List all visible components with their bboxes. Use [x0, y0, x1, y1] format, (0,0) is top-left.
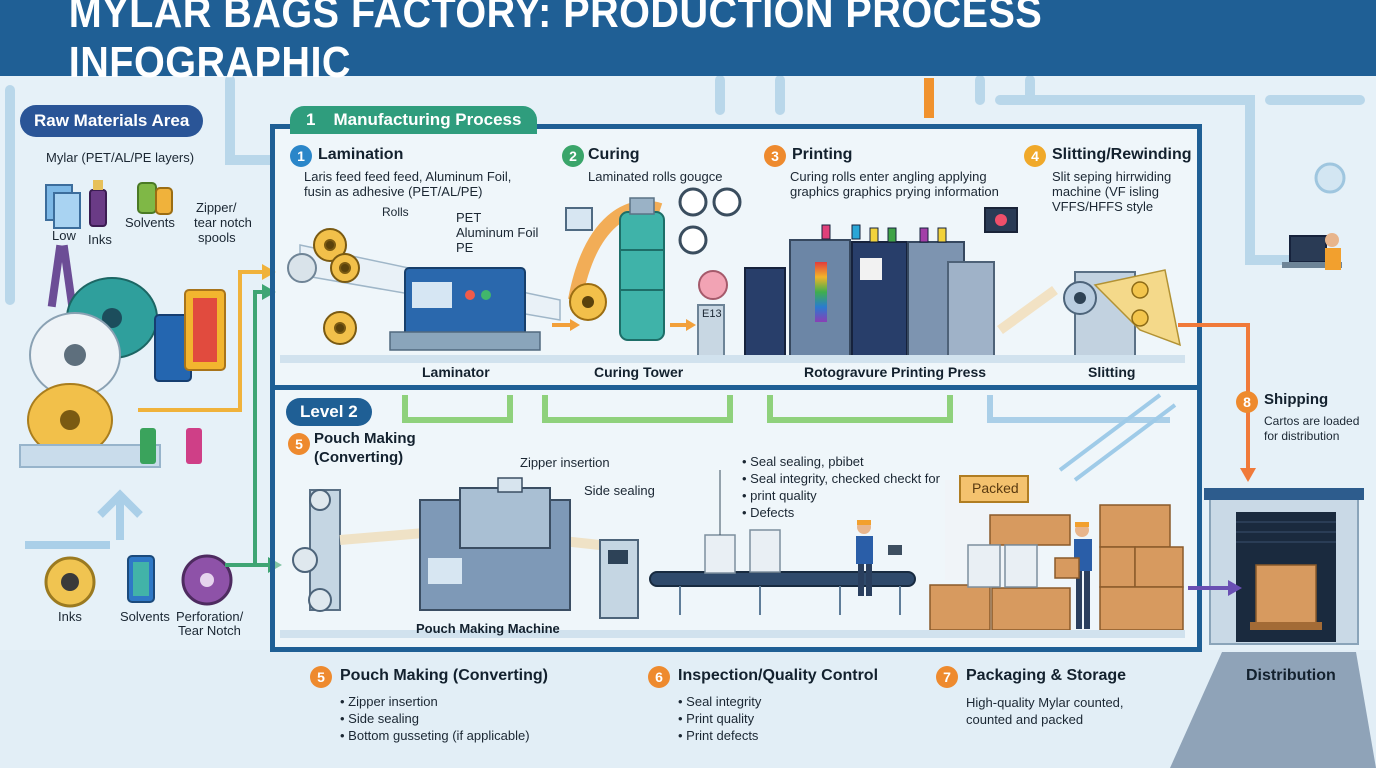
step-1-desc-1: Laris feed feed feed, Aluminum Foil,	[304, 169, 512, 184]
summary-5-number: 5	[310, 666, 332, 688]
shipping-title: Shipping	[1264, 391, 1329, 408]
step-4-title: Slitting/Rewinding	[1052, 146, 1192, 163]
zipper-label: Zipper/	[196, 200, 237, 215]
rolls-label: Rolls	[382, 205, 409, 219]
step-2-number: 2	[562, 145, 584, 167]
bottom-solvents-label: Solvents	[120, 609, 170, 624]
side-sealing-label: Side sealing	[584, 483, 655, 498]
page-title: MYLAR BAGS FACTORY: PRODUCTION PROCESS I…	[68, 0, 1043, 87]
mylar-label: Mylar (PET/AL/PE layers)	[46, 150, 195, 165]
step-2-desc-1: Laminated rolls gougce	[588, 169, 723, 184]
level-2-badge: Level 2	[286, 398, 372, 426]
summary-item: Print defects	[678, 727, 761, 744]
summary-item: Zipper insertion	[340, 693, 530, 710]
summary-7-desc-2: counted and packed	[966, 712, 1084, 727]
step-3-title: Printing	[792, 146, 853, 163]
step-3-desc-2: graphics graphics prying information	[790, 184, 999, 199]
summary-item: Side sealing	[340, 710, 530, 727]
summary-5-list: Zipper insertion Side sealing Bottom gus…	[340, 693, 530, 744]
level2-step-title-2: (Converting)	[314, 449, 404, 466]
title-banner: MYLAR BAGS FACTORY: PRODUCTION PROCESS I…	[0, 0, 1376, 87]
summary-item: Print quality	[678, 710, 761, 727]
level-divider	[270, 385, 1202, 390]
perforation-label: Perforation/	[176, 609, 244, 624]
shipping-desc-2: for distribution	[1264, 429, 1340, 443]
step-3-desc-1: Curing rolls enter angling applying	[790, 169, 987, 184]
pet-label: PET	[456, 210, 482, 225]
distribution-label: Distribution	[1246, 667, 1336, 684]
inks-label: Inks	[88, 232, 112, 247]
qc-notes-list: Seal sealing, pbibet Seal integrity, che…	[742, 453, 940, 521]
summary-7-desc-1: High-quality Mylar counted,	[966, 695, 1124, 710]
qc-note: Seal integrity, checked checkt for	[742, 470, 940, 487]
low-label: Low	[52, 228, 76, 243]
bottom-inks-label: Inks	[58, 609, 82, 624]
step-1-number: 1	[290, 145, 312, 167]
level2-step-number: 5	[288, 433, 310, 455]
qc-note: Seal sealing, pbibet	[742, 453, 940, 470]
summary-6-list: Seal integrity Print quality Print defec…	[678, 693, 761, 744]
summary-5-title: Pouch Making (Converting)	[340, 667, 548, 684]
solvents-label: Solvents	[125, 215, 175, 230]
manufacturing-badge: 1 Manufacturing Process	[290, 106, 538, 134]
pe-label: PE	[456, 240, 474, 255]
summary-6-title: Inspection/Quality Control	[678, 667, 879, 684]
summary-item: Seal integrity	[678, 693, 761, 710]
step-4-desc-2: machine (VF isling	[1052, 184, 1159, 199]
shipping-desc-1: Cartos are loaded	[1264, 414, 1360, 428]
machine-slitting: Slitting	[1088, 364, 1136, 380]
qc-note: Defects	[742, 504, 940, 521]
manufacturing-badge-num: 1	[306, 110, 316, 129]
packed-sign: Packed	[972, 480, 1019, 496]
step-4-number: 4	[1024, 145, 1046, 167]
summary-item: Bottom gusseting (if applicable)	[340, 727, 529, 744]
step-1-title: Lamination	[318, 146, 404, 163]
machine-laminator: Laminator	[422, 364, 490, 380]
spools-label: spools	[198, 230, 236, 245]
tear-notch-label: tear notch	[194, 215, 252, 230]
e13-label: E13	[702, 308, 722, 320]
step-4-desc-3: VFFS/HFFS style	[1052, 199, 1154, 214]
aluminum-foil-label: Aluminum Foil	[456, 225, 539, 240]
summary-6-number: 6	[648, 666, 670, 688]
raw-materials-badge: Raw Materials Area	[20, 105, 204, 137]
step-2-title: Curing	[588, 146, 640, 163]
step-1-desc-2: fusin as adhesive (PET/AL/PE)	[304, 184, 483, 199]
step-3-number: 3	[764, 145, 786, 167]
zipper-insertion-label: Zipper insertion	[520, 455, 610, 470]
tear-notch-bottom-label: Tear Notch	[178, 623, 241, 638]
summary-7-title: Packaging & Storage	[966, 667, 1127, 684]
machine-curing-tower: Curing Tower	[594, 364, 684, 380]
manufacturing-badge-label: Manufacturing Process	[333, 110, 522, 129]
level2-step-title-1: Pouch Making	[314, 430, 416, 447]
step-4-desc-1: Slit seping hirrwiding	[1052, 169, 1172, 184]
machine-pouch-making: Pouch Making Machine	[416, 621, 560, 636]
shipping-number: 8	[1236, 391, 1258, 413]
qc-note: print quality	[742, 487, 940, 504]
machine-rotogravure: Rotogravure Printing Press	[804, 364, 987, 380]
summary-7-number: 7	[936, 666, 958, 688]
